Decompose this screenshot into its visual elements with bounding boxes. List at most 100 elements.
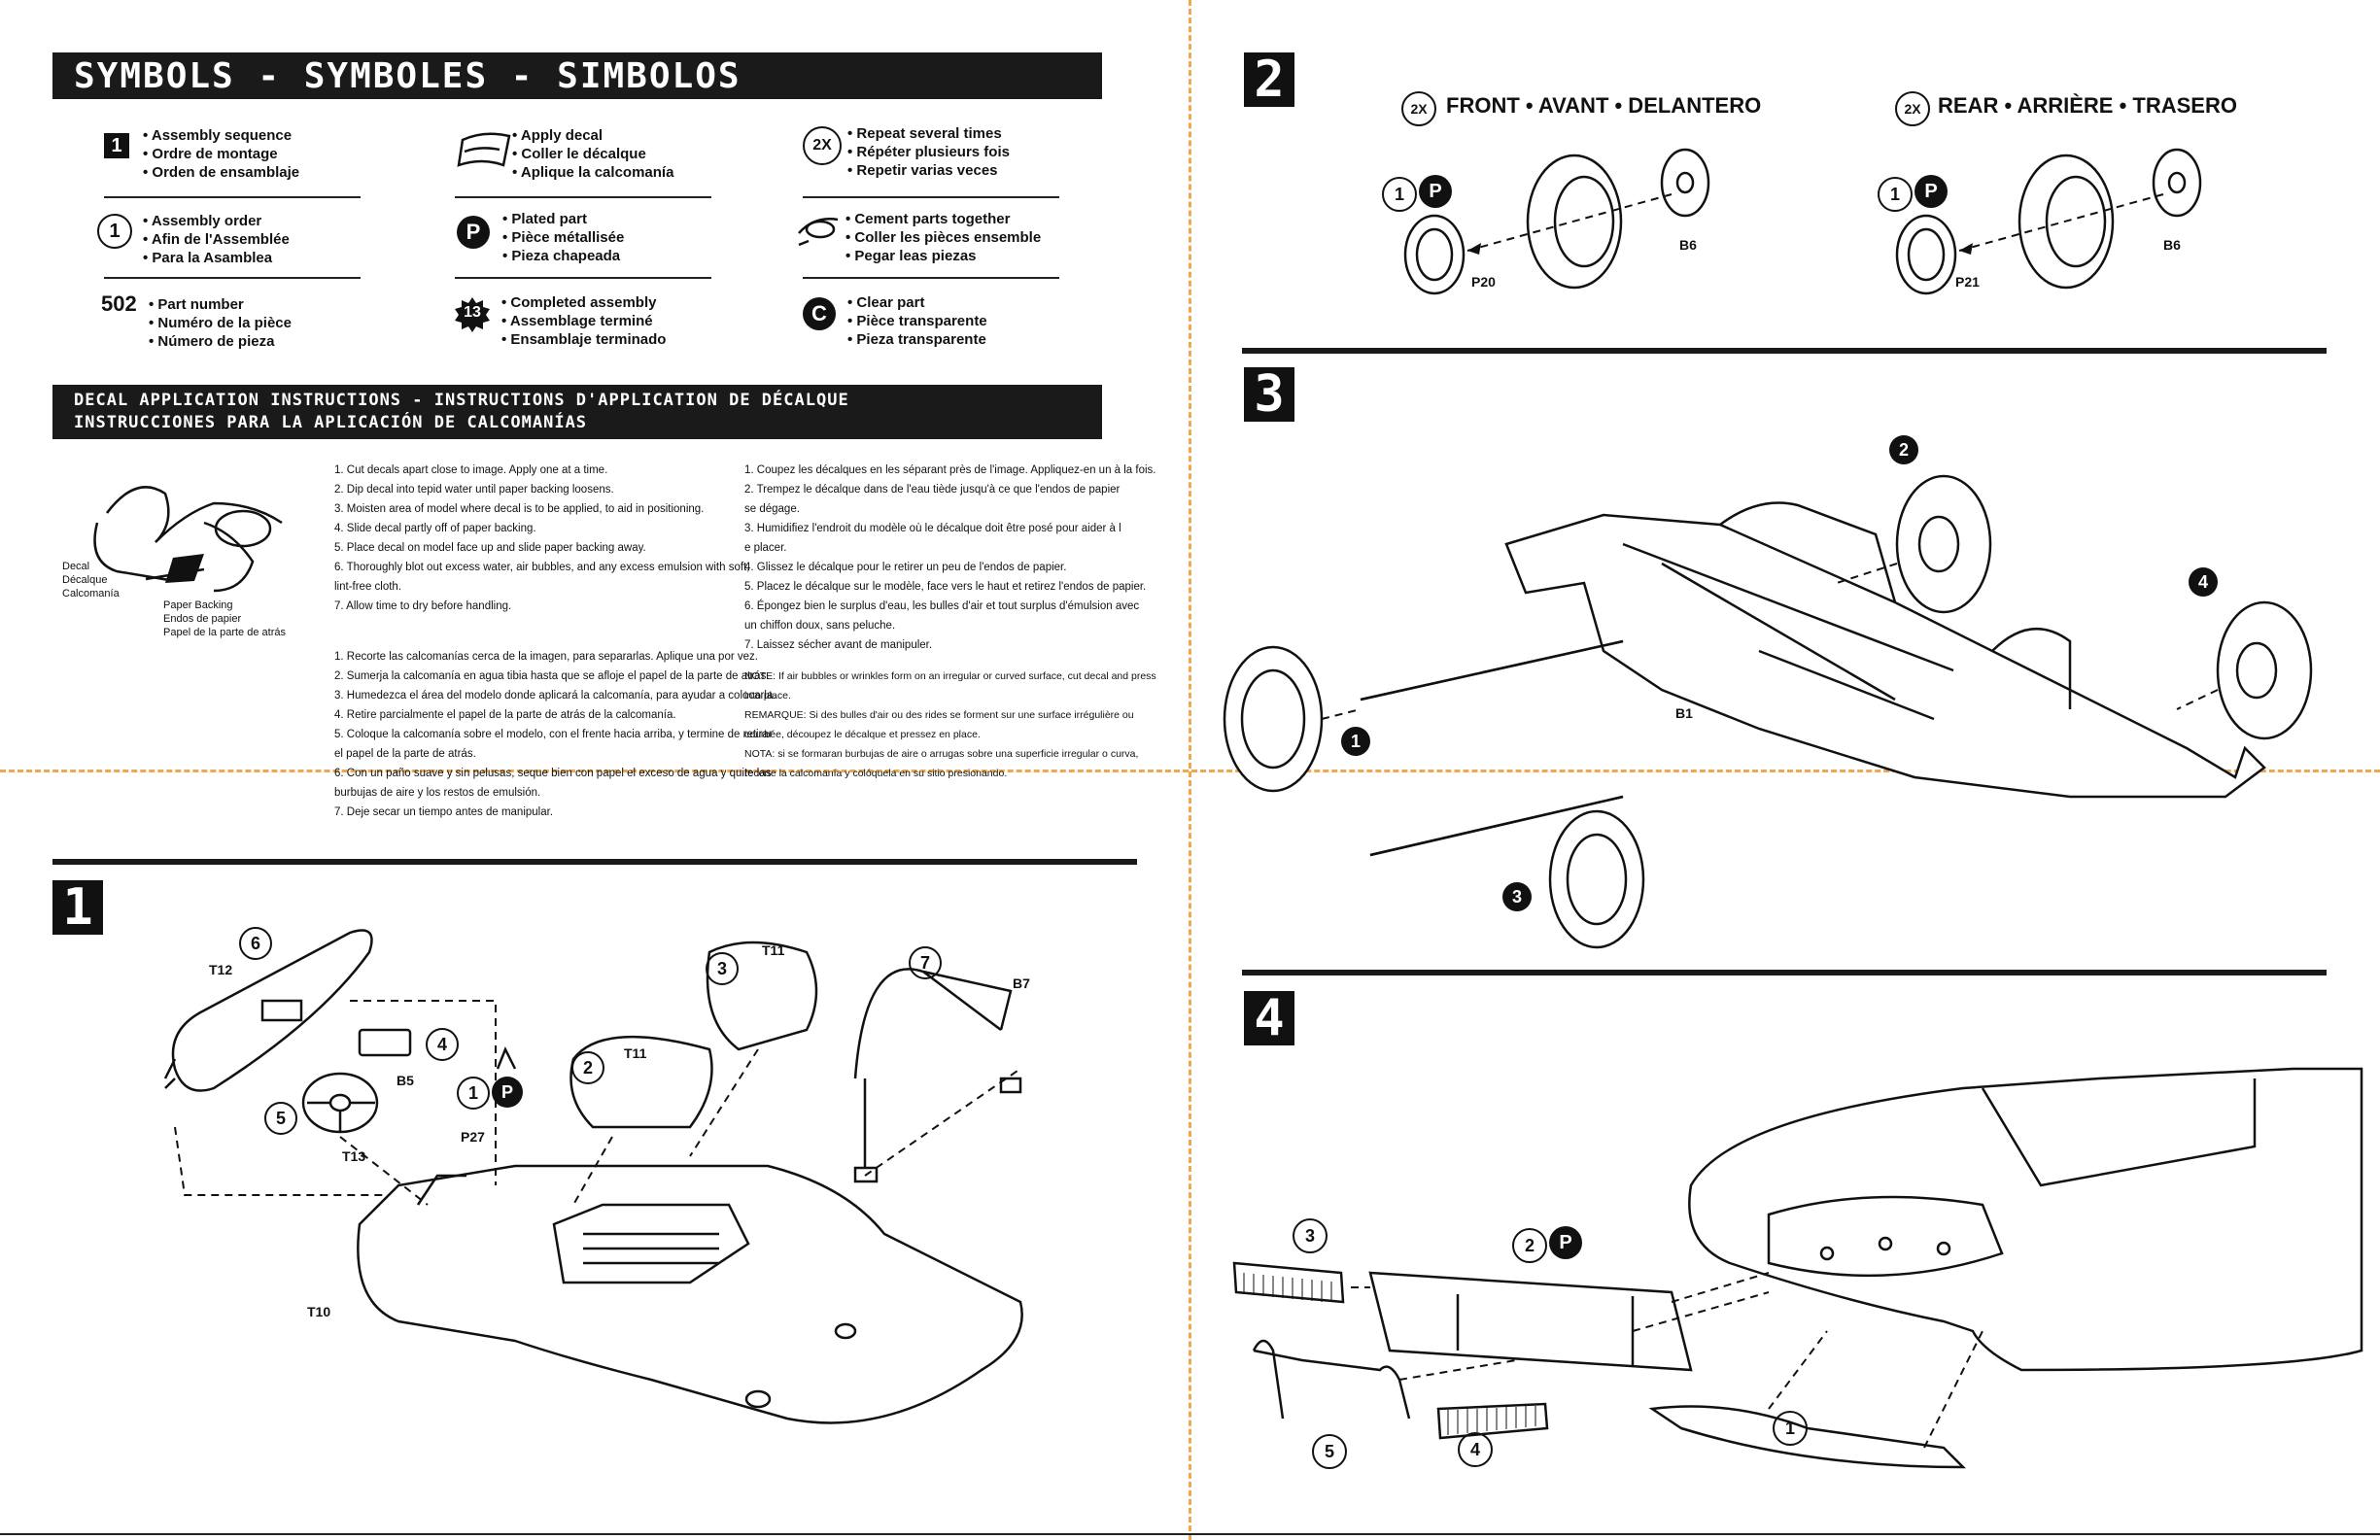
instruction-line: 6. Épongez bien le surplus d'eau, les bu…: [744, 600, 1140, 612]
step3-callout-3: 3: [1502, 882, 1532, 911]
completed-assembly-icon: [455, 297, 490, 332]
instruction-line: 7. Deje secar un tiempo antes de manipul…: [334, 806, 554, 818]
note-line: into place.: [744, 690, 791, 702]
symbol-divider: [803, 196, 1059, 198]
instruction-line: 1. Coupez les décalques en les séparant …: [744, 464, 1156, 476]
step2-front-label: FRONT • AVANT • DELANTERO: [1446, 93, 1762, 118]
decal-notes: NOTE: If air bubbles or wrinkles form on…: [744, 667, 1156, 783]
backing-label-fr: Endos de papier: [163, 613, 242, 625]
step3-front-wheel-3: [1548, 809, 1645, 949]
backing-label-es: Papel de la parte de atrás: [163, 627, 286, 638]
instruction-line: 5. Place decal on model face up and slid…: [334, 542, 646, 554]
step1-part-t11-top: T11: [762, 942, 785, 958]
symbol-divider: [104, 277, 361, 279]
step3-part-b1: B1: [1675, 705, 1693, 721]
step2-rear-plated: P: [1914, 175, 1948, 208]
step2-front-wheel-illustration: [1403, 148, 1710, 295]
symbol-sequence-badge: 1: [104, 133, 129, 158]
symbol-completed-fr: Assemblage terminé: [501, 312, 666, 330]
symbol-sequence-en: Assembly sequence: [143, 126, 299, 145]
instruction-line: lint-free cloth.: [334, 581, 402, 593]
symbol-cement-text: Cement parts together Coller les pièces …: [845, 210, 1041, 265]
step2-front-callout-1: 1: [1382, 177, 1417, 212]
instructions-french: 1. Coupez les décalques en les séparant …: [744, 461, 1156, 655]
symbol-plated-es: Pieza chapeada: [502, 247, 624, 265]
instruction-line: 7. Allow time to dry before handling.: [334, 600, 512, 612]
symbol-plated-fr: Pièce métallisée: [502, 228, 624, 247]
step1-part-b5: B5: [397, 1073, 414, 1088]
step4-number: 4: [1244, 991, 1294, 1045]
step3-chassis-illustration: [1223, 474, 2313, 857]
instruction-line: 6. Con un paño suave y sin pelusas, sequ…: [334, 768, 772, 779]
instruction-line: burbujas de aire y los restos de emulsió…: [334, 787, 541, 799]
symbol-completed-es: Ensamblaje terminado: [501, 330, 666, 349]
instruction-line: 3. Humedezca el área del modelo donde ap…: [334, 690, 776, 702]
symbol-decal-text: Apply decal Coller le décalque Aplique l…: [512, 126, 674, 182]
step2-part-p21: P21: [1955, 274, 1980, 290]
decal-header-line1: DECAL APPLICATION INSTRUCTIONS - INSTRUC…: [74, 391, 849, 410]
symbol-divider: [455, 277, 711, 279]
symbol-order-fr: Afin de l'Assemblée: [143, 230, 290, 249]
instruction-line: e placer.: [744, 542, 787, 554]
step4-callout-2: 2: [1512, 1228, 1547, 1263]
symbol-repeat-text: Repeat several times Répéter plusieurs f…: [847, 124, 1010, 180]
step1-callout-2: 2: [571, 1051, 604, 1084]
symbol-sequence-es: Orden de ensamblaje: [143, 163, 299, 182]
symbol-plated-text: Plated part Pièce métallisée Pieza chape…: [502, 210, 624, 265]
backing-label-en: Paper Backing: [163, 599, 233, 611]
symbol-part-fr: Numéro de la pièce: [149, 314, 292, 332]
decal-header-bar: DECAL APPLICATION INSTRUCTIONS - INSTRUC…: [52, 385, 1102, 439]
instruction-line: 7. Laissez sécher avant de manipuler.: [744, 639, 933, 651]
symbol-repeat-badge: 2X: [803, 126, 842, 165]
instruction-line: 3. Humidifiez l'endroit du modèle où le …: [744, 523, 1121, 534]
decal-label: Decal Décalque Calcomanía: [62, 560, 120, 600]
symbol-completed-en: Completed assembly: [501, 293, 666, 312]
step1-callout-5: 5: [264, 1102, 297, 1135]
symbol-divider: [455, 196, 711, 198]
step1-callout-7: 7: [909, 946, 942, 979]
instruction-line: 2. Sumerja la calcomanía en agua tibia h…: [334, 670, 770, 682]
instruction-line: se dégage.: [744, 503, 800, 515]
instruction-line: 4. Glissez le décalque pour le retirer u…: [744, 562, 1067, 573]
backing-label: Paper Backing Endos de papier Papel de l…: [163, 599, 286, 639]
step3-callout-4: 4: [2189, 567, 2218, 597]
symbol-repeat-fr: Répéter plusieurs fois: [847, 143, 1010, 161]
decal-label-es: Calcomanía: [62, 588, 120, 599]
fold-line-horizontal: [0, 770, 2380, 772]
step4-callout-5: 5: [1312, 1434, 1347, 1469]
step4-callout-3: 3: [1293, 1218, 1328, 1253]
symbol-divider: [803, 277, 1059, 279]
step2-rear-wheel-illustration: [1895, 148, 2202, 295]
instruction-line: 6. Thoroughly blot out excess water, air…: [334, 562, 750, 573]
symbol-repeat-es: Repetir varias veces: [847, 161, 1010, 180]
symbol-part-es: Número de pieza: [149, 332, 292, 351]
symbol-clear-badge: C: [803, 297, 836, 330]
decal-icon: [457, 132, 511, 167]
step2-front-repeat: 2X: [1401, 91, 1436, 126]
instruction-line: el papel de la parte de atrás.: [334, 748, 476, 760]
step1-part-t12: T12: [209, 962, 233, 977]
note-line: REMARQUE: Si des bulles d'air ou des rid…: [744, 709, 1134, 721]
symbols-header-bar: SYMBOLS - SYMBOLES - SIMBOLOS: [52, 52, 1102, 99]
step2-number: 2: [1244, 52, 1294, 107]
instruction-line: 1. Recorte las calcomanías cerca de la i…: [334, 651, 758, 663]
step1-illustration: [163, 929, 1023, 1424]
symbol-order-circle: 1: [97, 214, 132, 249]
step1-rule: [52, 859, 1137, 865]
step1-number: 1: [52, 880, 103, 935]
step1-callout-1: 1: [457, 1077, 490, 1110]
instructions-english: 1. Cut decals apart close to image. Appl…: [334, 461, 749, 616]
symbol-sequence-text: Assembly sequence Ordre de montage Orden…: [143, 126, 299, 182]
symbol-clear-es: Pieza transparente: [847, 330, 987, 349]
step1-part-t10: T10: [307, 1304, 331, 1319]
step2-part-p20: P20: [1471, 274, 1496, 290]
step4-rule: [1242, 970, 2327, 975]
symbol-order-text: Assembly order Afin de l'Assemblée Para …: [143, 212, 290, 267]
symbols-header: SYMBOLS - SYMBOLES - SIMBOLOS: [74, 56, 742, 96]
instructions-spanish: 1. Recorte las calcomanías cerca de la i…: [334, 647, 776, 822]
step3-callout-1: 1: [1341, 727, 1370, 756]
step1-callout-6: 6: [239, 927, 272, 960]
step2-part-b6-front: B6: [1679, 237, 1697, 253]
symbol-order-es: Para la Asamblea: [143, 249, 290, 267]
symbol-sequence-fr: Ordre de montage: [143, 145, 299, 163]
